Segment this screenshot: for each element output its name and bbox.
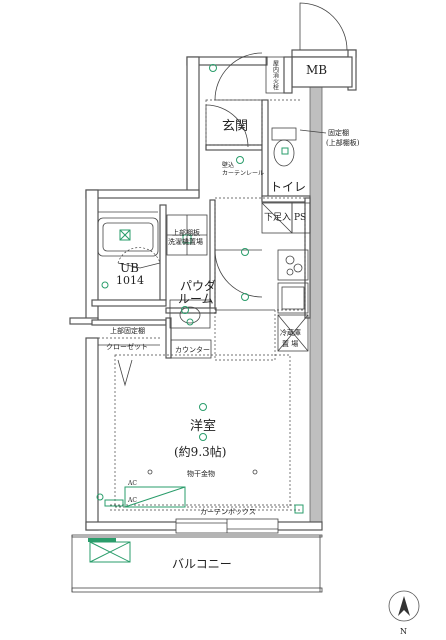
entrance-label: 玄関 <box>222 119 248 134</box>
counter-label: カウンター <box>175 345 210 354</box>
curtain-rail-label-2: カーテンレール <box>222 170 264 177</box>
fixtures <box>71 127 323 593</box>
balcony-label: バルコニー <box>172 557 232 571</box>
hanger-line <box>147 469 258 475</box>
shoe-box-label: 下足入 <box>264 212 291 223</box>
electrical-marks <box>88 64 304 563</box>
indoor-fire-hydrant-label: 屋内消火栓 <box>272 60 279 91</box>
western-room-label: 洋室 <box>190 418 216 434</box>
hanger-label: 物干金物 <box>187 469 215 478</box>
powder-room-label-2: ルーム <box>178 292 214 306</box>
western-room-size-label: (約9.3帖) <box>174 444 226 459</box>
window-sash <box>175 518 279 534</box>
interior-partitions <box>91 56 353 359</box>
curtain-box-label: カーテンボックス <box>200 508 256 516</box>
powder-room-label-1: パウダ <box>180 278 216 293</box>
ps-label: PS <box>294 213 306 223</box>
toilet-label: トイレ <box>270 180 306 194</box>
upper-fixed-shelf-label: 上部固定棚 <box>110 326 145 335</box>
curtain-rail-label-1: 壁込 <box>222 161 234 169</box>
dashed-outlines <box>110 99 306 511</box>
ub-label: UB <box>120 261 139 275</box>
north-label: N <box>400 627 407 636</box>
upper-shelf-label-2: 洗濯機置場 <box>168 237 203 246</box>
fridge-label-2: 置 場 <box>282 339 298 348</box>
ac-label-1: AC <box>127 480 137 487</box>
door-swings <box>117 2 348 387</box>
ub-size-label: 1014 <box>116 274 144 287</box>
ac-label-2: AC <box>127 497 137 504</box>
fixed-shelf-label-1: 固定棚 <box>328 128 349 137</box>
fixed-shelf-label-2: (上部棚板) <box>326 138 360 147</box>
mb-label: MB <box>306 63 327 77</box>
north-arrow: N <box>388 590 420 636</box>
closet-label: クローゼット <box>106 342 148 351</box>
upper-shelf-label-1: 上部棚板 <box>172 228 200 237</box>
fridge-label-1: 冷蔵庫 <box>280 328 301 337</box>
